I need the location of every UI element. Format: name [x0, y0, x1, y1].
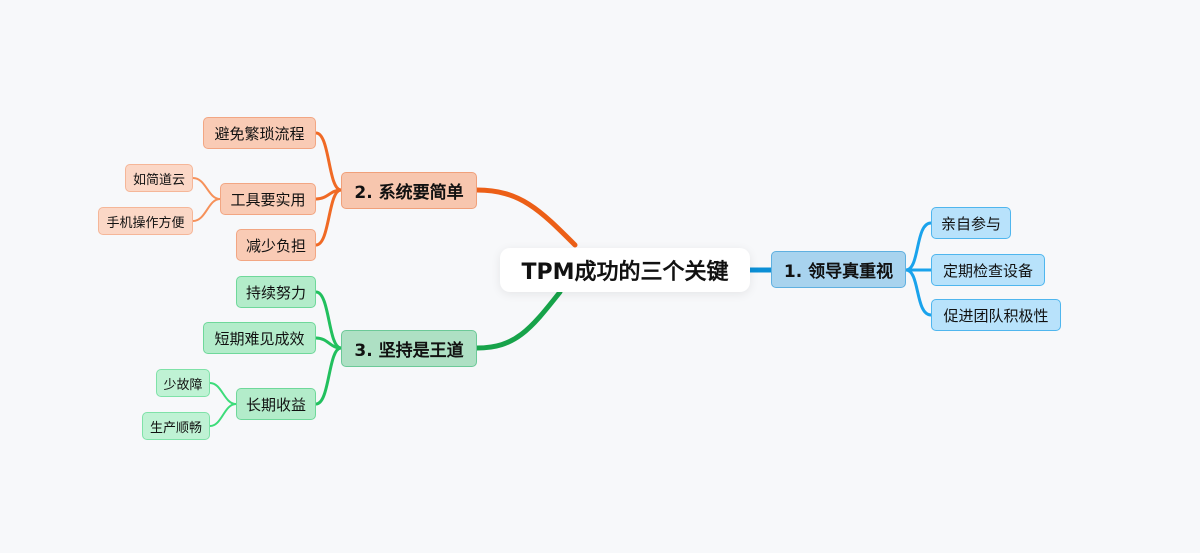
leaf-node[interactable]: 亲自参与 [931, 207, 1011, 239]
connector-b1-c3 [904, 268, 933, 317]
connector-root-branch2 [474, 187, 578, 248]
leaf-node[interactable]: 短期难见成效 [203, 322, 316, 354]
connector-b1-c1 [904, 221, 933, 272]
leaf-node[interactable]: 定期检查设备 [931, 254, 1045, 286]
connector-tool-c2 [192, 198, 221, 222]
sub-leaf-node[interactable]: 生产顺畅 [142, 412, 210, 440]
connector-b3-c3 [314, 346, 343, 406]
connector-b3-c2 [314, 336, 343, 350]
branch-node-leadership[interactable]: 1. 领导真重视 [771, 251, 906, 288]
connector-longterm-c1 [209, 382, 237, 405]
root-node[interactable]: TPM成功的三个关键 [500, 248, 750, 292]
branch-node-persistence[interactable]: 3. 坚持是王道 [341, 330, 477, 367]
leaf-node[interactable]: 避免繁琐流程 [203, 117, 316, 149]
leaf-node[interactable]: 长期收益 [236, 388, 316, 420]
leaf-node[interactable]: 减少负担 [236, 229, 316, 261]
connector-root-branch3 [474, 289, 563, 351]
connector-longterm-c2 [209, 403, 237, 427]
connector-b2-c3 [314, 188, 343, 247]
branch-node-simple-system[interactable]: 2. 系统要简单 [341, 172, 477, 209]
sub-leaf-node[interactable]: 如简道云 [125, 164, 193, 192]
sub-leaf-node[interactable]: 少故障 [156, 369, 210, 397]
connector-b2-c1 [314, 131, 343, 192]
leaf-node[interactable]: 工具要实用 [220, 183, 316, 215]
sub-leaf-node[interactable]: 手机操作方便 [98, 207, 193, 235]
connector-tool-c1 [192, 177, 221, 200]
leaf-node[interactable]: 促进团队积极性 [931, 299, 1061, 331]
leaf-node[interactable]: 持续努力 [236, 276, 316, 308]
